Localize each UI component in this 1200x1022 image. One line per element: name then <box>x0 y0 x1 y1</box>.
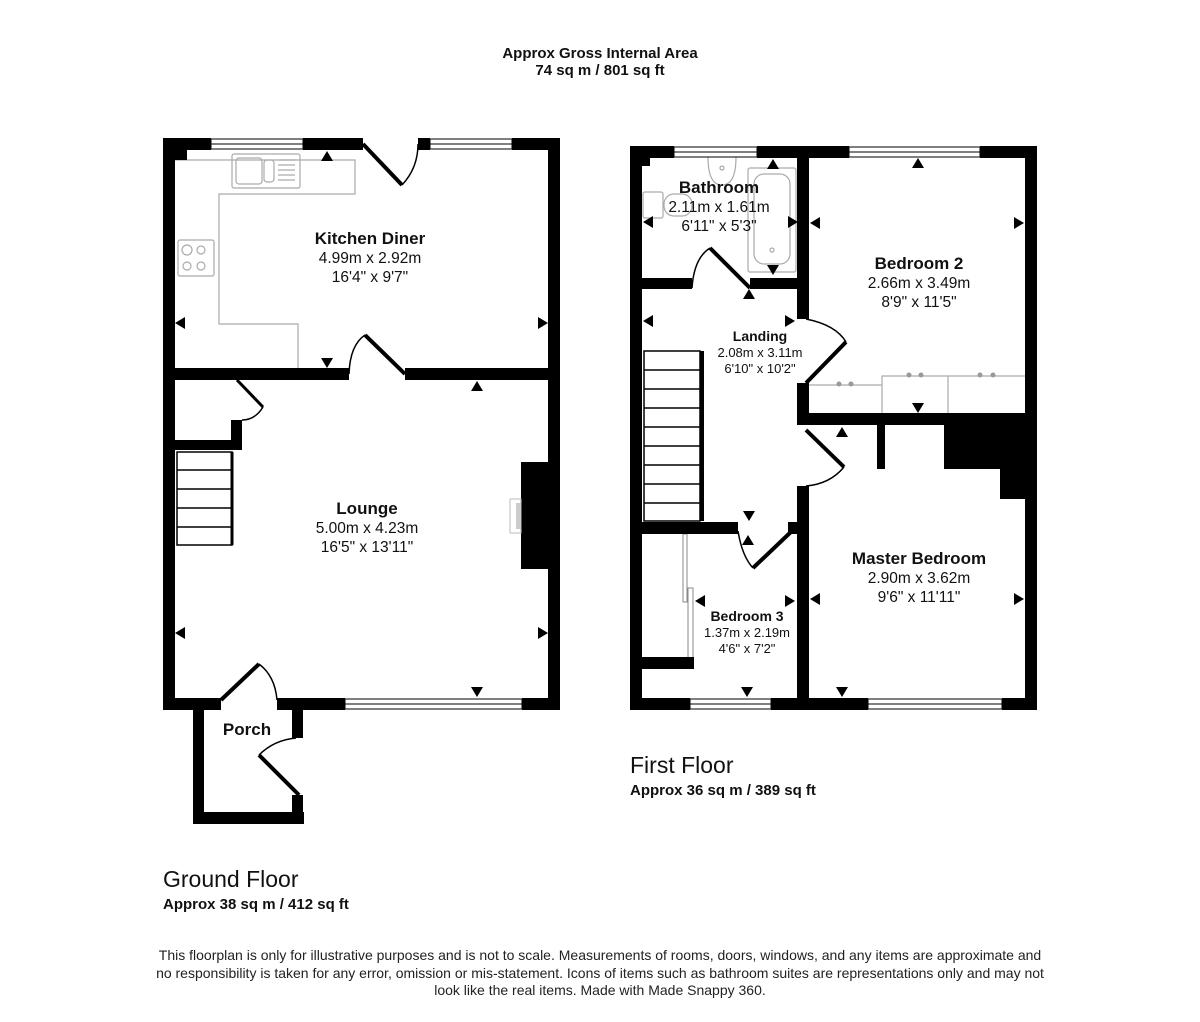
room-name: Porch <box>222 720 272 739</box>
kitchen-worktop <box>175 153 356 368</box>
room-name: Bedroom 2 <box>874 254 964 273</box>
room-imperial: 6'11" x 5'3" <box>681 218 757 235</box>
ground-floor-windows <box>210 138 523 710</box>
bedroom3-wardrobe <box>682 533 694 659</box>
room-label-bedroom-2: Bedroom 2 2.66m x 3.49m 8'9" x 11'5" <box>868 254 971 312</box>
room-metric: 4.99m x 2.92m <box>318 250 422 267</box>
room-label-master-bedroom: Master Bedroom 2.90m x 3.62m 9'6" x 11'1… <box>852 549 986 607</box>
room-label-bathroom: Bathroom 2.11m x 1.61m 6'11" x 5'3" <box>668 178 769 236</box>
room-name: Landing <box>732 328 788 344</box>
room-metric: 1.37m x 2.19m <box>704 625 790 640</box>
room-metric: 2.90m x 3.62m <box>867 570 971 587</box>
room-metric: 2.66m x 3.49m <box>867 275 971 292</box>
first-floor-doors <box>691 246 848 570</box>
floor-area: Approx 38 sq m / 412 sq ft <box>163 896 349 913</box>
first-floor-caption: First Floor Approx 36 sq m / 389 sq ft <box>630 752 816 800</box>
room-imperial: 9'6" x 11'11" <box>877 589 961 606</box>
room-label-landing: Landing 2.08m x 3.11m 6'10" x 10'2" <box>717 328 802 377</box>
ground-floor-doors <box>219 142 419 797</box>
room-imperial: 4'6" x 7'2" <box>718 641 776 656</box>
room-imperial: 16'5" x 13'11" <box>320 539 414 556</box>
ground-floor-walls <box>163 138 560 824</box>
first-stairs <box>643 350 704 522</box>
room-imperial: 8'9" x 11'5" <box>881 294 957 311</box>
room-name: Kitchen Diner <box>314 229 426 248</box>
room-label-bedroom-3: Bedroom 3 1.37m x 2.19m 4'6" x 7'2" <box>704 608 790 657</box>
disclaimer-text: This floorplan is only for illustrative … <box>156 947 1044 998</box>
floor-title: Ground Floor <box>163 866 299 892</box>
room-name: Lounge <box>336 499 398 518</box>
room-metric: 2.11m x 1.61m <box>668 199 770 216</box>
room-metric: 2.08m x 3.11m <box>717 345 803 360</box>
floor-area: Approx 36 sq m / 389 sq ft <box>630 782 816 799</box>
header-area: 74 sq m / 801 sq ft <box>535 62 665 79</box>
bedroom2-wardrobes <box>808 372 1025 414</box>
room-imperial: 16'4" x 9'7" <box>331 269 409 286</box>
room-name: Master Bedroom <box>851 549 987 568</box>
room-label-kitchen-diner: Kitchen Diner 4.99m x 2.92m 16'4" x 9'7" <box>315 229 426 287</box>
floor-title: First Floor <box>630 752 734 778</box>
first-floor-plan <box>630 146 1037 710</box>
header-title: Approx Gross Internal Area <box>502 45 698 62</box>
room-label-porch: Porch <box>223 720 271 740</box>
room-imperial: 6'10" x 10'2" <box>724 361 796 376</box>
room-name: Bathroom <box>678 178 760 197</box>
ground-floor-plan <box>163 138 560 824</box>
first-floor-walls <box>630 146 1037 710</box>
room-metric: 5.00m x 4.23m <box>315 520 419 537</box>
room-label-lounge: Lounge 5.00m x 4.23m 16'5" x 13'11" <box>316 499 419 557</box>
ground-floor-caption: Ground Floor Approx 38 sq m / 412 sq ft <box>163 866 349 914</box>
ground-stairs <box>176 451 234 546</box>
first-floor-windows <box>673 146 1003 710</box>
room-name: Bedroom 3 <box>710 608 784 624</box>
gross-area-header: Approx Gross Internal Area 74 sq m / 801… <box>0 45 1200 79</box>
